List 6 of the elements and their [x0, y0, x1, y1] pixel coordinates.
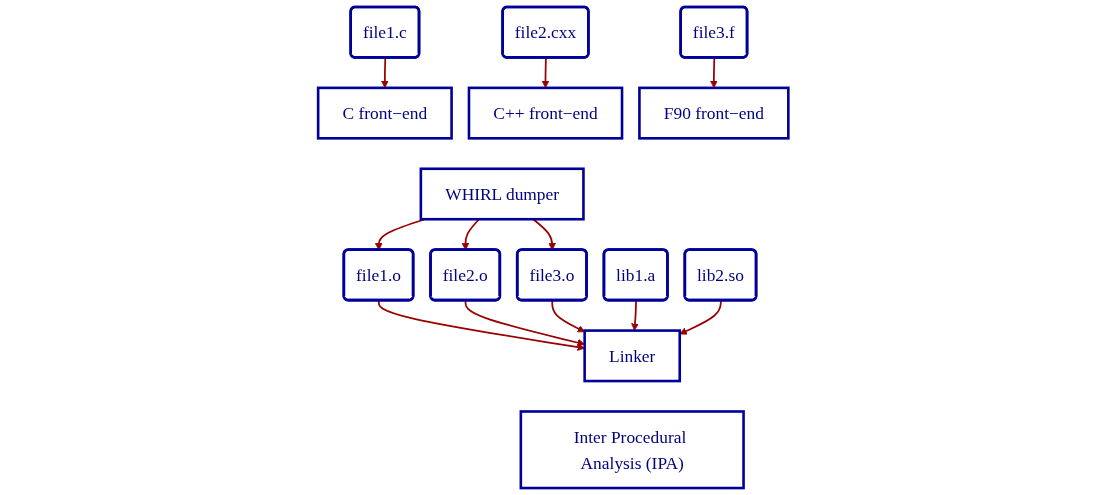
node-box: C front−end: [316, 86, 453, 140]
node-box: Inter Procedural Analysis (IPA): [519, 410, 745, 490]
node-box: Linker: [583, 329, 681, 383]
node-box: WHIRL dumper: [419, 167, 585, 221]
node-box: C++ front−end: [467, 86, 624, 140]
node-box: F90 front−end: [637, 86, 790, 140]
